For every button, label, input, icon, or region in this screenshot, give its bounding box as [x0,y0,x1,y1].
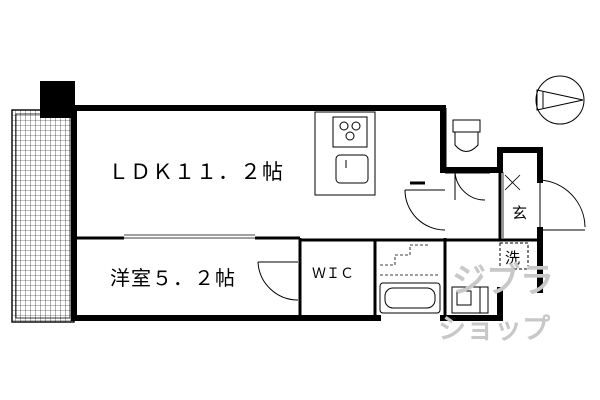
entrance-door [539,179,586,231]
wic-label: ＷＩＣ [312,266,354,282]
exterior-walls [71,105,543,321]
bathroom-step [380,244,440,276]
western-room-door [257,261,299,301]
kitchen-counter [314,111,376,196]
structural-column [40,81,75,118]
compass-icon [535,75,585,125]
shoe-cabinet [502,172,521,238]
balcony [11,109,75,323]
laundry-label: 洗 [505,249,520,267]
western-room-label: 洋室５．２帖 [110,266,236,290]
washbasin [451,286,489,314]
ldk-door [404,189,446,231]
watermark-line2: ショップ [438,312,551,345]
toilet-door [454,171,486,201]
laundry-box [499,242,529,270]
watermark-line1: ジブラ [452,261,554,301]
toilet [452,119,481,152]
entrance-label: 玄 [512,204,527,222]
sliding-partition [124,234,255,239]
interior-walls [74,108,540,318]
ldk-label: ＬＤＫ１１．２帖 [108,160,284,184]
bathtub [379,282,441,314]
